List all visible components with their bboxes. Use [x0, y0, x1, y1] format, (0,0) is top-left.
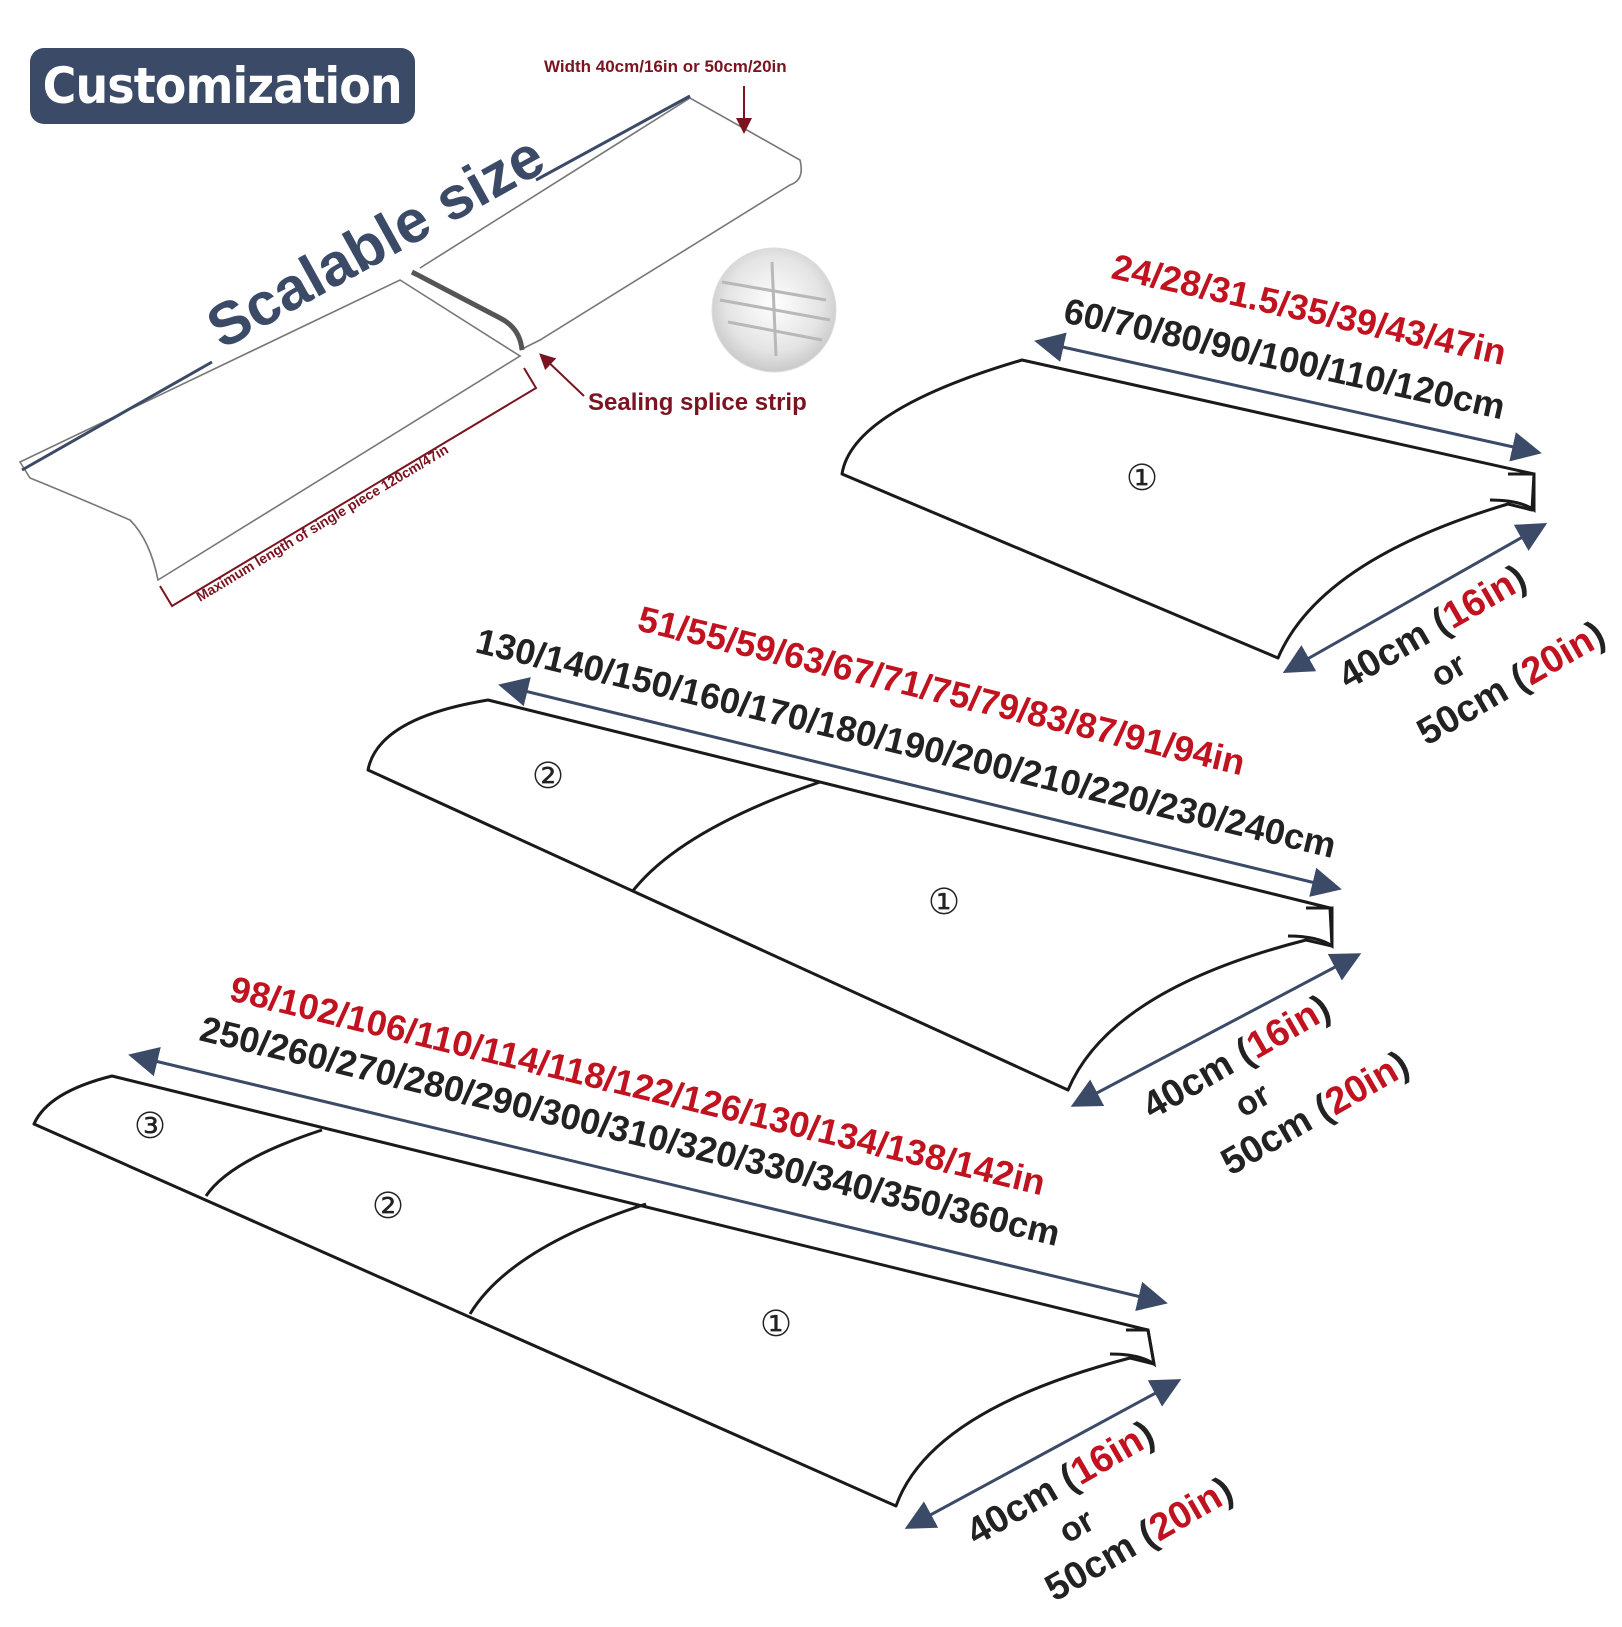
max-length-bracket: [159, 367, 538, 608]
max-length-note: Maximum length of single piece 120cm/47i…: [193, 441, 451, 605]
panel-2-lip: [1287, 906, 1334, 949]
panel-1-width-label: 40cm (16in) or 50cm (20in): [1332, 557, 1613, 754]
panel-3-lip: [1109, 1328, 1157, 1368]
panel-1: 24/28/31.5/35/39/43/47in 60/70/80/90/100…: [840, 246, 1613, 754]
splice-strip-photo-detail: [719, 261, 831, 357]
panel-2-width-label: 40cm (16in) or 50cm (20in): [1136, 987, 1417, 1184]
intro-sketch: Scalable size Width 40cm/16in or 50cm/20…: [18, 57, 837, 608]
panel-1-width-arrow: [1282, 523, 1548, 673]
panel-1-length-arrow: [1034, 332, 1542, 462]
panel-3-piece-3: ③: [134, 1105, 166, 1146]
intro-strip-left: [18, 279, 522, 582]
panel-3-length-arrow: [128, 1046, 1168, 1312]
panel-2-width-opt1-cm: 40cm: [1136, 1043, 1241, 1128]
intro-splice-strip: [410, 269, 525, 351]
panel-2-piece-2: ②: [532, 755, 564, 796]
intro-strip-right: [419, 97, 803, 351]
panel-2-length-arrow: [498, 677, 1342, 897]
splice-arrow: [539, 353, 585, 397]
panel-3-width-arrow: [904, 1379, 1182, 1529]
panel-3-width-label: 40cm (16in) or 50cm (20in): [960, 1413, 1241, 1610]
customization-badge: Customization: [30, 48, 415, 124]
customization-badge-label: Customization: [42, 57, 403, 115]
panel-3-piece-1: ①: [760, 1303, 792, 1344]
panel-1-piece-1: ①: [1126, 457, 1158, 498]
panel-2-piece-1: ①: [928, 881, 960, 922]
splice-label: Sealing splice strip: [588, 389, 807, 416]
panel-3-width-opt1-cm: 40cm: [960, 1469, 1065, 1554]
panel-1-lip: [1489, 472, 1536, 513]
panel-3-piece-2: ②: [372, 1185, 404, 1226]
panel-1-width-opt1-cm: 40cm: [1332, 613, 1437, 698]
intro-splice-highlight: [415, 277, 517, 353]
width-note: Width 40cm/16in or 50cm/20in: [544, 57, 787, 76]
intro-strip-right-back: [535, 94, 691, 182]
intro-strip-left-back: [21, 360, 213, 472]
